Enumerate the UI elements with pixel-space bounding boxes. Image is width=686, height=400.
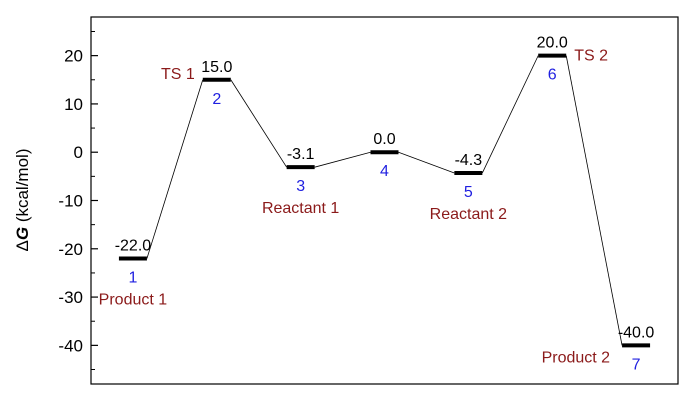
- y-axis-delta: Δ: [13, 240, 32, 251]
- species-index-label: 3: [296, 178, 305, 195]
- species-name-label: TS 1: [161, 66, 195, 83]
- y-tick-label: -30: [58, 288, 83, 307]
- species-index-label: 4: [380, 163, 389, 180]
- species-name-label: Reactant 1: [262, 200, 339, 217]
- y-tick-label: -10: [58, 192, 83, 211]
- energy-levels: [118, 53, 651, 348]
- energy-value-label: 15.0: [201, 59, 232, 76]
- y-tick-label: -40: [58, 336, 83, 355]
- species-name-label: TS 2: [574, 48, 608, 65]
- species-index-label: 6: [548, 67, 557, 84]
- energy-value-label: -40.0: [618, 324, 655, 341]
- y-axis-ticks: 20 10 0 -10 -20 -30 -40: [58, 30, 98, 371]
- connector-line: [146, 79, 204, 259]
- energy-value-label: -4.3: [455, 152, 483, 169]
- energy-value-label: 0.0: [373, 131, 395, 148]
- species-index-label: 2: [212, 91, 221, 108]
- species-name-label: Product 2: [542, 349, 611, 366]
- y-tick-label: 20: [64, 47, 83, 66]
- y-tick-label: -20: [58, 240, 83, 259]
- y-axis-title: ΔG (kcal/mol): [13, 149, 32, 252]
- species-index-label: 1: [128, 269, 137, 286]
- species-index-label: 5: [464, 184, 473, 201]
- species-name-label: Reactant 2: [430, 206, 507, 223]
- y-axis-unit: (kcal/mol): [13, 149, 32, 227]
- connector-line: [398, 151, 455, 174]
- connector-line: [230, 79, 287, 168]
- y-axis-variable: G: [13, 227, 32, 240]
- energy-value-label: -22.0: [115, 237, 152, 254]
- species-name-label: Product 1: [99, 291, 168, 308]
- energy-value-label: -3.1: [287, 146, 315, 163]
- y-tick-label: 10: [64, 95, 83, 114]
- energy-value-label: 20.0: [537, 35, 568, 52]
- species-index-label: 7: [632, 356, 641, 373]
- connector-line: [481, 55, 539, 174]
- connector-lines: [146, 55, 623, 346]
- connector-line: [565, 55, 623, 346]
- connector-line: [314, 151, 371, 168]
- y-tick-label: 0: [74, 143, 83, 162]
